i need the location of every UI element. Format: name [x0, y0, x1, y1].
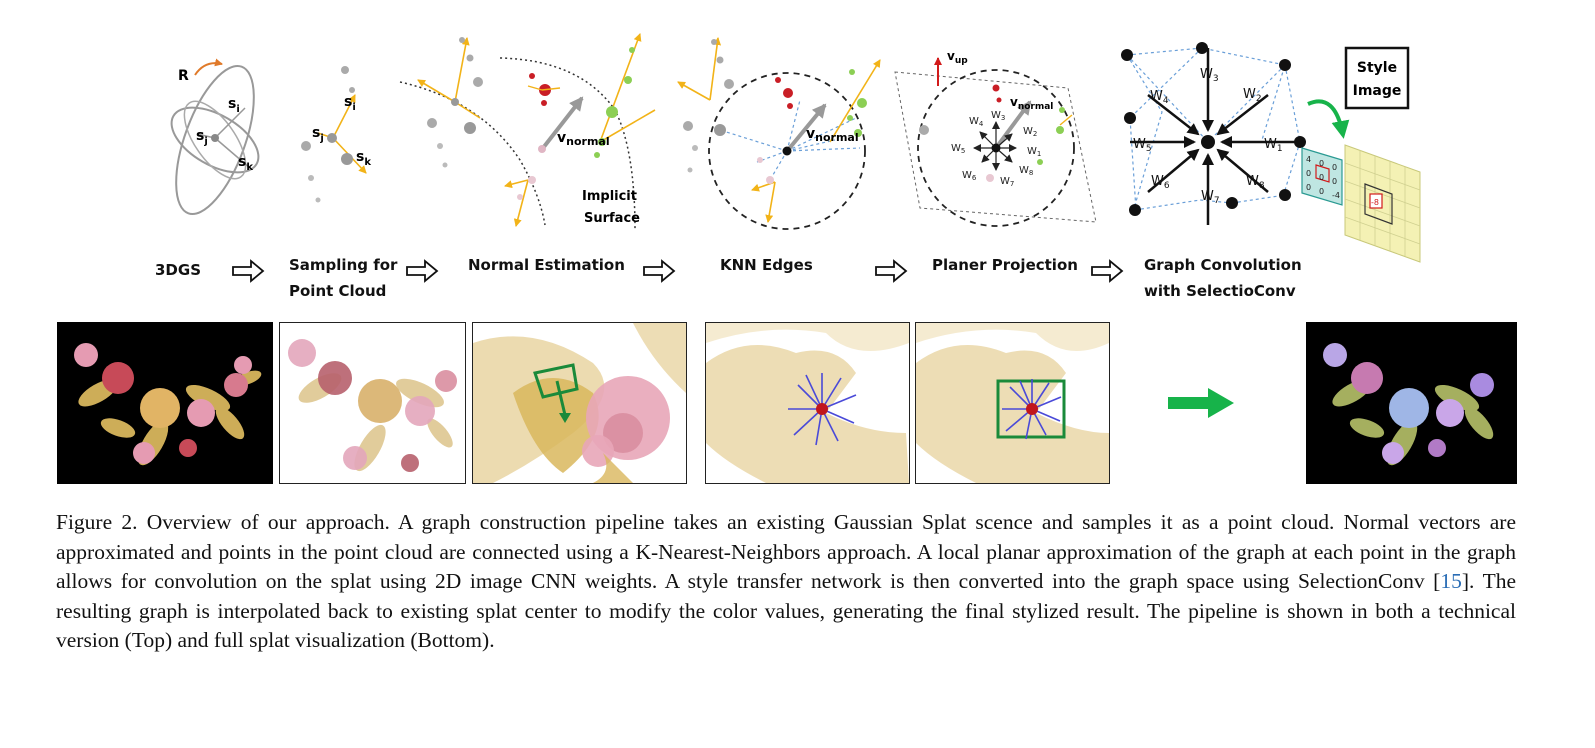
- svg-text:-8: -8: [1371, 198, 1379, 207]
- sample-i-label: si: [344, 94, 356, 113]
- svg-text:-4: -4: [1332, 191, 1340, 200]
- panel-normal-estimation: [472, 322, 687, 484]
- pipeline-arrow-1: [232, 259, 265, 283]
- caption-text-2: ]. The resulting graph is interpolated b…: [56, 569, 1516, 653]
- figure-caption: Figure 2. Overview of our approach. A gr…: [56, 508, 1516, 656]
- svg-text:W6: W6: [962, 170, 977, 182]
- proj-normal-label: vnormal: [1010, 95, 1053, 112]
- svg-text:W5: W5: [951, 143, 965, 155]
- svg-text:0: 0: [1306, 183, 1311, 192]
- style-input-arrow: [1307, 99, 1350, 139]
- svg-text:W2: W2: [1243, 87, 1262, 104]
- style-image-label-1: Style: [1357, 60, 1397, 76]
- sampled-point-cloud: [301, 66, 367, 203]
- panel-sampled-cloud: [279, 322, 466, 484]
- svg-text:0: 0: [1319, 173, 1324, 182]
- convolution-kernel-grid: [1301, 144, 1421, 263]
- panel-original-splat: [57, 322, 273, 484]
- style-image-box: [1344, 46, 1410, 110]
- svg-text:0: 0: [1319, 159, 1324, 168]
- citation-link[interactable]: 15: [1440, 569, 1462, 594]
- step-normal-estimation: Normal Estimation: [468, 256, 625, 274]
- pipeline-arrow-2: [406, 259, 439, 283]
- projection-weight-labels: W1 W2 W3 W4 W5 W6 W7 W8: [951, 110, 1041, 188]
- sample-k-label: sk: [356, 149, 371, 168]
- surface-label: Surface: [584, 211, 640, 226]
- pipeline-arrow-5: [1091, 259, 1124, 283]
- graph-convolution-glyph: [1121, 42, 1306, 225]
- up-vector-label: vup: [947, 49, 968, 66]
- normal-vector-label: vnormal: [557, 130, 610, 148]
- step-planar-projection: Planer Projection: [932, 256, 1078, 274]
- figure-label: Figure 2.: [56, 510, 138, 534]
- svg-text:0: 0: [1332, 177, 1337, 186]
- sample-j-label: sj: [312, 125, 324, 144]
- svg-text:0: 0: [1319, 187, 1324, 196]
- svg-text:W8: W8: [1019, 165, 1033, 177]
- panel-stylized-result: [1306, 322, 1517, 484]
- svg-text:W5: W5: [1133, 137, 1152, 154]
- gaussian-ellipsoid-glyph: [170, 58, 260, 216]
- svg-text:W6: W6: [1151, 174, 1170, 191]
- planar-projection-glyph: [894, 57, 1097, 227]
- axis-i-label: si: [228, 96, 240, 115]
- implicit-label: Implicit: [582, 189, 637, 204]
- svg-text:W2: W2: [1023, 126, 1037, 138]
- svg-text:W1: W1: [1264, 137, 1283, 154]
- pipeline-arrow-4: [875, 259, 908, 283]
- rotation-label: R: [178, 68, 189, 84]
- step-3dgs: 3DGS: [155, 261, 202, 279]
- svg-text:W8: W8: [1246, 174, 1265, 191]
- knn-normal-label: vnormal: [806, 126, 859, 144]
- svg-text:W4: W4: [1150, 89, 1169, 106]
- svg-text:W1: W1: [1027, 146, 1041, 158]
- pipeline-arrow-3: [643, 259, 676, 283]
- svg-text:W7: W7: [1000, 176, 1014, 188]
- svg-text:W3: W3: [991, 110, 1005, 122]
- svg-text:W7: W7: [1201, 189, 1220, 206]
- svg-text:4: 4: [1306, 155, 1311, 164]
- technical-diagram-svg: R si sj sk si sj sk: [170, 33, 1421, 283]
- axis-j-label: sj: [196, 128, 208, 147]
- pipeline-arrows: [232, 259, 1124, 283]
- step-knn-edges: KNN Edges: [720, 256, 813, 274]
- svg-text:W4: W4: [969, 116, 984, 128]
- technical-diagram: R si sj sk si sj sk: [0, 0, 1595, 320]
- result-arrow: [1168, 388, 1234, 418]
- graph-weight-labels: W1 W2 W3 W4 W5 W6 W7 W8: [1133, 67, 1283, 206]
- svg-text:0: 0: [1332, 163, 1337, 172]
- axis-k-label: sk: [238, 154, 253, 173]
- panel-planar-projection: [915, 322, 1110, 484]
- normal-estimation-glyph: [399, 33, 656, 231]
- svg-text:0: 0: [1306, 169, 1311, 178]
- panel-knn-edges: [705, 322, 910, 484]
- kernel-values: 4 0 0 0 0 0 0 0 -4 -8: [1306, 155, 1379, 207]
- caption-text-1: Overview of our approach. A graph constr…: [56, 510, 1517, 594]
- style-image-label-2: Image: [1353, 83, 1402, 99]
- svg-text:W3: W3: [1200, 67, 1219, 84]
- knn-edges-glyph: [677, 37, 881, 230]
